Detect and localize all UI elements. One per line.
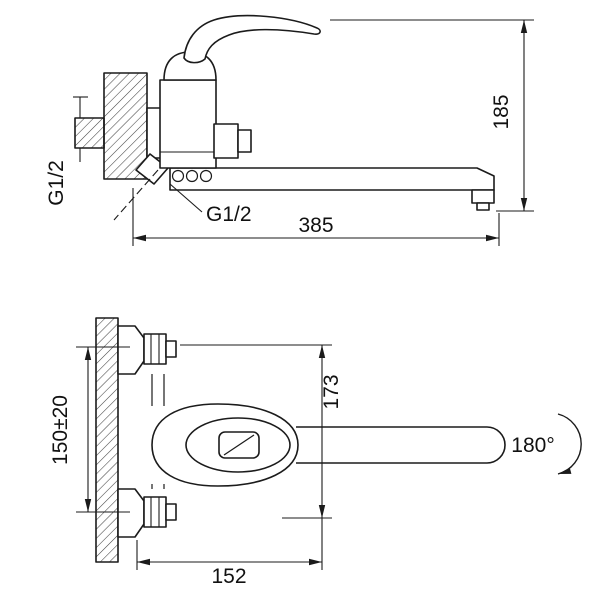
- diverter-knob: [213, 123, 239, 159]
- swivel-arc: [557, 413, 582, 475]
- inlet-pipe: [74, 117, 105, 149]
- wall-escutcheon-side: [103, 72, 148, 180]
- side-view-dimensions: [132, 19, 534, 246]
- spout-side: [169, 167, 495, 191]
- aerator-tip: [476, 202, 490, 211]
- body-connectors-front: [151, 374, 165, 489]
- bottom-escutcheon: [117, 488, 145, 538]
- top-escutcheon: [117, 325, 145, 375]
- dim-spacing-label: 150±20: [49, 395, 72, 465]
- side-view: [73, 14, 495, 221]
- outlet-thread-label: G1/2: [206, 203, 252, 226]
- diverter-knob-tip: [237, 129, 252, 153]
- front-view: [95, 317, 506, 563]
- faucet-body-side: [159, 79, 217, 169]
- wall-bar: [95, 317, 119, 563]
- front-view-labels: 173 150±20 152 180°: [49, 374, 555, 588]
- side-view-labels: 185 385 G1/2 G1/2: [45, 94, 513, 237]
- spout-front: [296, 426, 506, 464]
- outlet-thread-leader: [169, 183, 203, 213]
- dim-height-label: 185: [490, 94, 513, 129]
- swivel-knurling: [171, 169, 213, 183]
- top-stub: [165, 340, 177, 358]
- bottom-stub: [165, 503, 177, 521]
- dim-length-label: 385: [298, 214, 333, 237]
- handle-grip-detail: [223, 434, 255, 456]
- aerator: [471, 189, 495, 204]
- inlet-thread-label: G1/2: [45, 160, 68, 206]
- outlet-centerline: [113, 169, 159, 221]
- handle-lever: [183, 14, 321, 64]
- dim-height2-label: 173: [320, 374, 343, 409]
- thread-reference-ticks: [73, 96, 88, 162]
- swivel-angle-label: 180°: [511, 434, 554, 457]
- top-nut: [143, 333, 167, 365]
- body-connector: [146, 107, 162, 159]
- bottom-nut: [143, 496, 167, 528]
- front-view-dimensions: [76, 344, 582, 570]
- dim-width-label: 152: [211, 565, 246, 588]
